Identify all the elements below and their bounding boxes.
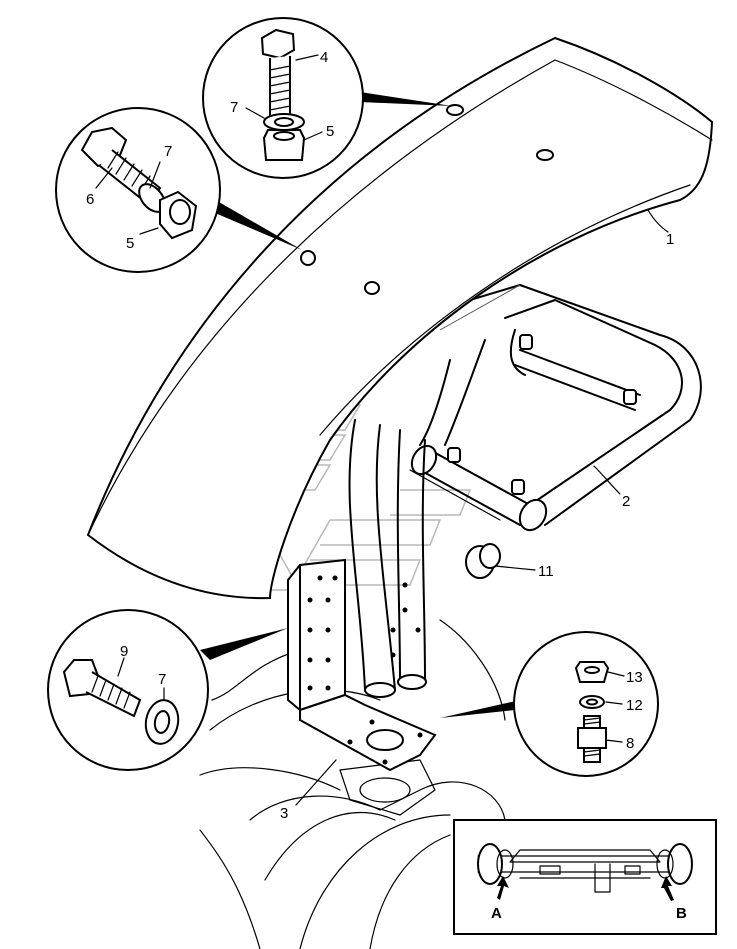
detail-circle-right: 13 12 8 [513, 631, 659, 777]
inset-label-a: A [491, 905, 502, 922]
callout-11: 11 [538, 563, 554, 580]
support-frame [409, 284, 702, 532]
callout-1: 1 [666, 231, 674, 248]
callout-13: 13 [626, 669, 643, 686]
axle-housing-outline [199, 619, 506, 949]
detail-circle-left: 7 6 5 [55, 107, 221, 273]
detail-pointers [200, 92, 520, 718]
callout-7-left: 7 [164, 143, 172, 160]
plug-part [465, 543, 501, 579]
detail-circle-lower: 9 7 [47, 609, 209, 771]
callout-3: 3 [280, 805, 288, 822]
mounting-bracket [287, 558, 437, 772]
locator-inset: A B [453, 819, 717, 935]
callout-8: 8 [626, 735, 634, 752]
callout-12: 12 [626, 697, 643, 714]
callout-4: 4 [320, 49, 328, 66]
main-callouts: 1 2 11 3 [280, 209, 674, 822]
inset-label-b: B [676, 905, 687, 922]
callout-5-top: 5 [326, 123, 334, 140]
callout-6: 6 [86, 191, 94, 208]
callout-7-top: 7 [230, 99, 238, 116]
detail-circle-top: 4 7 5 [202, 17, 364, 179]
support-tubes [348, 339, 486, 698]
callout-5-left: 5 [126, 235, 134, 252]
callout-2: 2 [622, 493, 630, 510]
fender [86, 36, 714, 600]
callout-9: 9 [120, 643, 128, 660]
callout-7-lower: 7 [158, 671, 166, 688]
